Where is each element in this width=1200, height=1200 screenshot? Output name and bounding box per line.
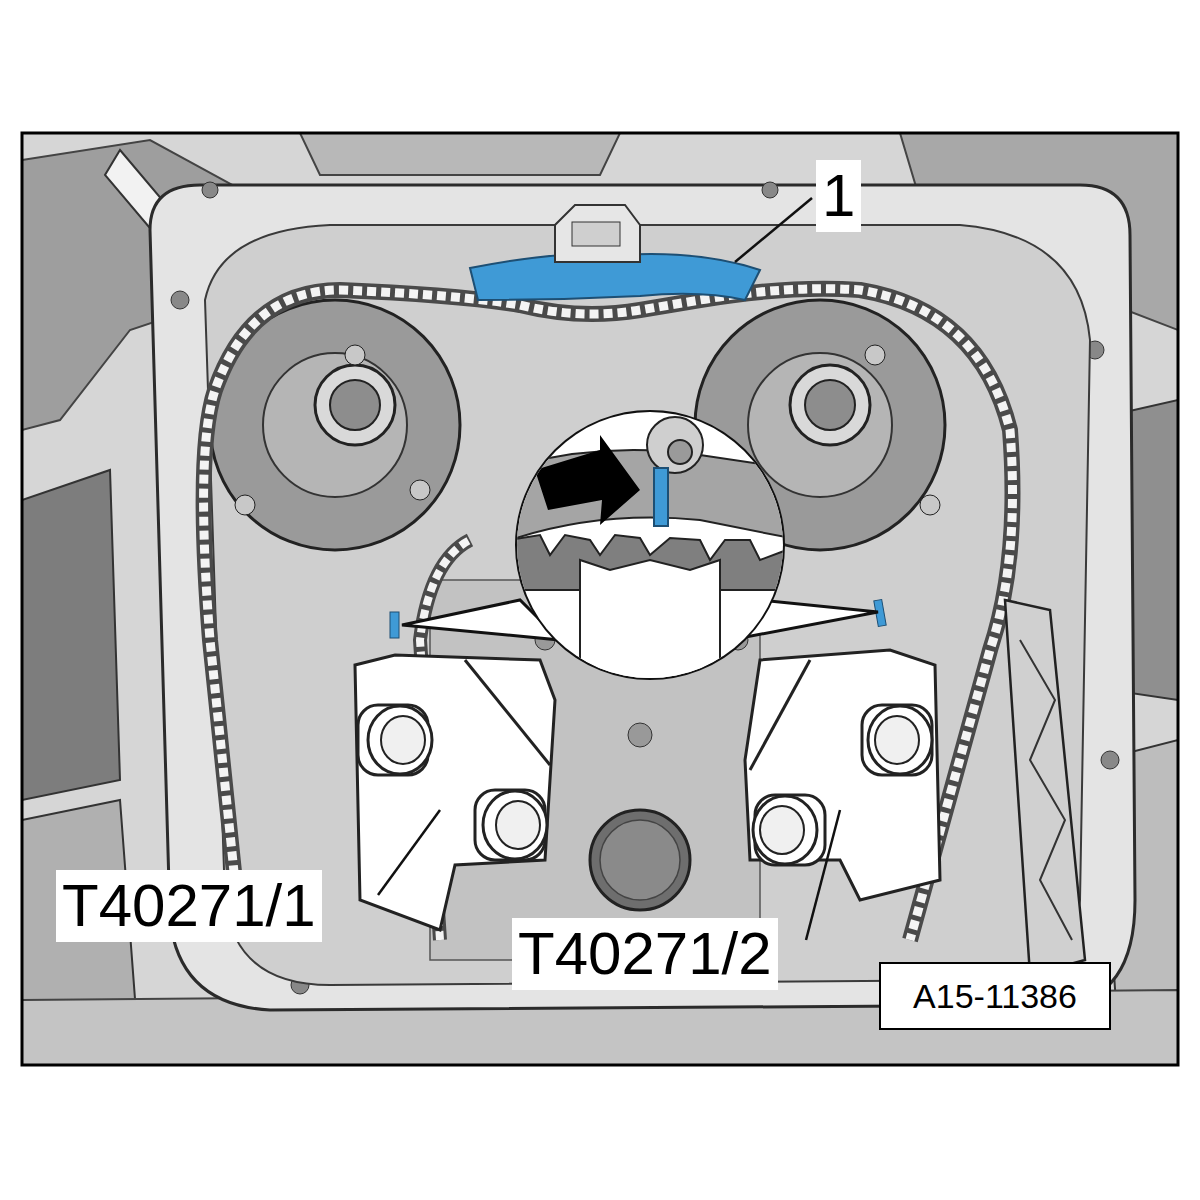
engine-bay [171,291,189,309]
camshaft-clamp-tool [745,650,940,900]
camshaft-clamp-tool [868,706,932,774]
tensioner-rail [470,205,760,300]
leader-line [735,198,812,262]
camshaft-clamp-tool [753,795,825,865]
callout-number: 1 [816,160,861,232]
camshaft-sprocket [865,345,885,365]
camshaft-sprocket [790,365,870,445]
camshaft-clamp-tool [355,655,555,930]
detail-view [647,417,703,473]
figure-number: A15-11386 [913,979,1077,1013]
camshaft-clamp-tool [760,806,804,854]
camshaft-clamp-tool [368,706,432,774]
detail-view [500,405,800,685]
camshaft-sprocket [410,480,430,500]
camshaft-clamp-tool [483,791,547,859]
camshaft-clamp-tool [475,790,547,860]
camshaft-sprocket [235,495,255,515]
frame [22,133,1178,1065]
timing-chain [204,289,1013,940]
timing-mark [654,468,668,526]
camshaft-sprocket [330,380,380,430]
camshaft-clamp-tool [753,796,817,864]
timing-chain [204,289,1013,940]
tensioner-rail [572,222,620,246]
detail-view [580,560,720,680]
sealing-plug [590,810,690,910]
pointer-arrow [535,435,640,525]
figure-number-box [880,963,1110,1029]
engine-bay [628,723,652,747]
camshaft-clamp-tool [465,660,550,765]
tool-label: T40271/1 [56,870,322,942]
camshaft-sprocket [263,353,407,497]
engine-bay [202,182,218,198]
tensioner-rail [555,205,640,262]
camshaft-sprocket [748,353,892,497]
engine-bay [300,133,620,175]
detail-view [668,440,692,464]
camshaft-clamp-tool [862,705,932,775]
engine-bay [762,182,778,198]
chain-guide [1005,600,1085,975]
camshaft-clamp-tool [750,660,810,770]
camshaft-clamp-tool [381,716,425,764]
timing-chain [204,289,1013,940]
camshaft-clamp-tool [358,705,432,775]
tool-label: T40271/2 [512,918,778,990]
camshaft-clamp-tool [862,705,932,775]
engine-bay [22,133,1178,1065]
leader-line [806,810,840,940]
camshaft-sprocket [345,345,365,365]
timing-mark [390,612,399,638]
engine-bay [1101,751,1119,769]
camshaft-clamp-tool [496,801,540,849]
camshaft-clamp-tool [355,655,555,930]
chain-guide [1005,600,1085,975]
camshaft-sprocket [315,365,395,445]
engine-bay [600,820,680,900]
camshaft-sprocket [920,495,940,515]
camshaft-clamp-tool [745,650,940,900]
leader-line [378,810,440,895]
engine-bay [22,133,1178,1065]
chain-guide [1020,640,1072,940]
engine-bay [22,470,120,800]
camshaft-sprocket [805,380,855,430]
camshaft-clamp-tool [875,716,919,764]
